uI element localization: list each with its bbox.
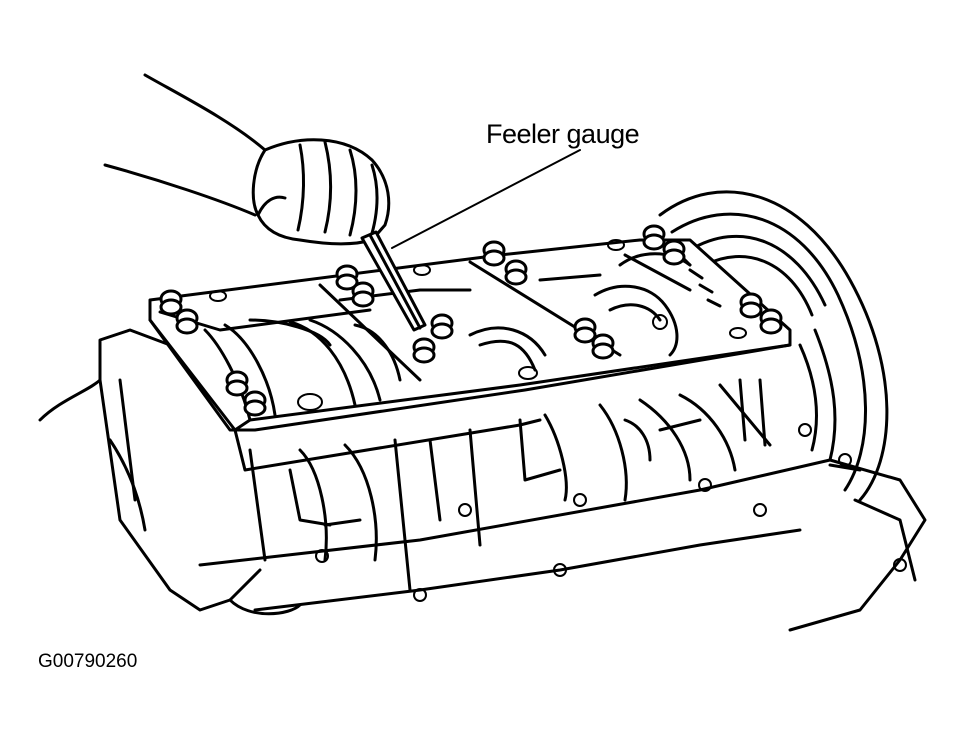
bolt bbox=[504, 259, 528, 286]
bolt bbox=[430, 313, 454, 340]
feeler-gauge bbox=[360, 230, 427, 332]
bolt bbox=[573, 317, 597, 344]
bolt bbox=[591, 333, 615, 360]
bolt bbox=[662, 239, 686, 266]
crankshaft bbox=[203, 252, 772, 592]
bolt bbox=[243, 390, 267, 417]
bolt bbox=[412, 337, 436, 364]
bolt bbox=[175, 308, 199, 335]
figure-code: G00790260 bbox=[38, 651, 137, 672]
flywheel bbox=[658, 190, 889, 502]
bolt bbox=[482, 240, 506, 267]
callout-label: Feeler gauge bbox=[486, 119, 639, 149]
callout-leader-line bbox=[391, 149, 581, 249]
bolt bbox=[642, 224, 666, 251]
bolt bbox=[225, 370, 249, 397]
pan-bolt-holes bbox=[315, 423, 907, 602]
bolt bbox=[159, 289, 183, 316]
cap-bolts bbox=[159, 224, 783, 417]
bolt bbox=[351, 281, 375, 308]
engine-block bbox=[38, 328, 927, 632]
hand bbox=[103, 73, 391, 246]
bolt bbox=[739, 292, 763, 319]
bolt bbox=[335, 264, 359, 291]
bolt bbox=[759, 308, 783, 335]
